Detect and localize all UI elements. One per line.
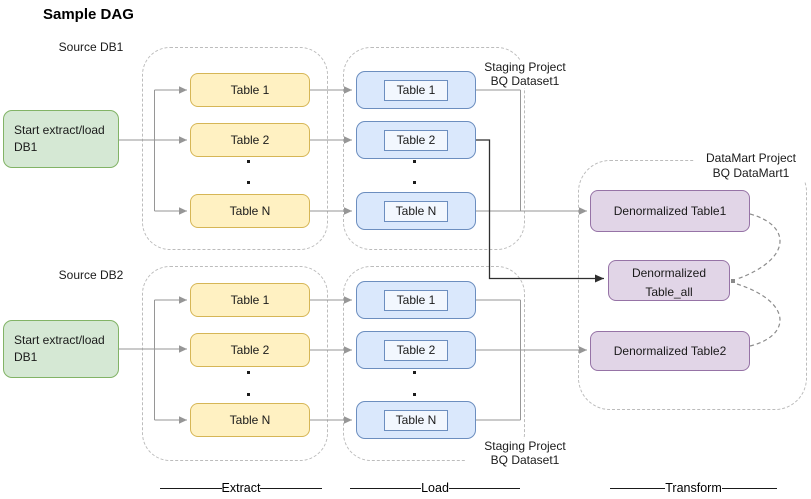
denormalized-table1-node: Denormalized Table1 <box>590 190 750 232</box>
denormalized-table-all-node: Denormalized Table_all <box>608 260 730 301</box>
source-db1-label: Source DB1 <box>58 40 124 54</box>
datamart-container <box>578 160 807 410</box>
stage-load-text: Load <box>421 481 449 495</box>
load-db1-table-1-inner: Table 1 <box>384 80 448 101</box>
load-container-db2 <box>343 266 525 461</box>
source-db2-label: Source DB2 <box>58 268 124 282</box>
staging-label-db1-line1: Staging Project <box>484 60 566 74</box>
extract-db2-table-1: Table 1 <box>190 283 310 317</box>
extract-db1-table-2: Table 2 <box>190 123 310 157</box>
load-db2-table-2-inner: Table 2 <box>384 340 448 361</box>
load-db1-table-2: Table 2 <box>356 121 476 159</box>
load-db2-table-2: Table 2 <box>356 331 476 369</box>
start-node-db1-line2: DB1 <box>14 140 38 154</box>
more-tables-dots <box>413 160 416 163</box>
staging-label-db2: Staging Project BQ Dataset1 <box>465 439 585 467</box>
more-tables-dots <box>413 181 416 184</box>
stage-label-extract: Extract <box>160 481 322 495</box>
load-db2-table-n: Table N <box>356 401 476 439</box>
stage-rule-left <box>350 487 422 489</box>
stage-rule-right <box>260 487 322 489</box>
arc-denorm-table1-to-table-all <box>736 213 781 280</box>
load-db1-table-n-inner: Table N <box>384 201 448 222</box>
more-tables-dots <box>247 181 250 184</box>
edge-load1-to-denorm-table-all <box>476 139 604 283</box>
extract-container-db1 <box>142 47 328 250</box>
extract-db2-table-n: Table N <box>190 403 310 437</box>
stage-rule-right <box>721 487 777 489</box>
datamart-label-line1: DataMart Project <box>705 151 797 165</box>
datamart-label-line2: BQ DataMart1 <box>712 166 790 180</box>
start-node-db1-line1: Start extract/load <box>14 123 105 137</box>
denormalized-table-all-line2: Table_all <box>645 285 693 299</box>
staging-label-db2-line2: BQ Dataset1 <box>490 453 560 467</box>
more-tables-dots <box>413 371 416 374</box>
page-title: Sample DAG <box>43 6 134 23</box>
more-tables-dots <box>413 393 416 396</box>
load-db1-table-2-inner: Table 2 <box>384 130 448 151</box>
load-db1-table-1: Table 1 <box>356 71 476 109</box>
load-db2-table-1: Table 1 <box>356 281 476 319</box>
start-node-db2-line2: DB1 <box>14 350 38 364</box>
load-db2-table-n-inner: Table N <box>384 410 448 431</box>
stage-extract-text: Extract <box>221 481 261 495</box>
staging-label-db2-line1: Staging Project <box>484 439 566 453</box>
datamart-label: DataMart Project BQ DataMart1 <box>695 151 807 181</box>
staging-label-db1-line2: BQ Dataset1 <box>490 74 560 88</box>
start-node-db2-line1: Start extract/load <box>14 333 105 347</box>
arc-endpoint-dot <box>731 279 735 283</box>
edge-load1-t1-merge <box>476 89 521 211</box>
more-tables-dots <box>247 393 250 396</box>
load-db1-table-n: Table N <box>356 192 476 230</box>
stage-rule-right <box>448 487 520 489</box>
extract-db1-table-1: Table 1 <box>190 73 310 107</box>
stage-label-transform: Transform <box>610 481 777 495</box>
denormalized-table-all-line1: Denormalized <box>631 266 707 280</box>
arc-denorm-table2-to-table-all <box>736 283 781 347</box>
extract-container-db2 <box>142 266 328 461</box>
load-container-db1 <box>343 47 525 250</box>
start-node-db1: Start extract/load DB1 <box>3 110 119 168</box>
stage-rule-left <box>160 487 222 489</box>
denormalized-table2-node: Denormalized Table2 <box>590 331 750 371</box>
staging-label-db1: Staging Project BQ Dataset1 <box>465 60 585 88</box>
stage-rule-left <box>610 487 666 489</box>
extract-db1-table-n: Table N <box>190 194 310 228</box>
start-node-db2: Start extract/load DB1 <box>3 320 119 378</box>
stage-transform-text: Transform <box>665 481 722 495</box>
stage-label-load: Load <box>350 481 520 495</box>
more-tables-dots <box>247 371 250 374</box>
more-tables-dots <box>247 160 250 163</box>
extract-db2-table-2: Table 2 <box>190 333 310 367</box>
edge-load2-t1-merge <box>476 299 521 421</box>
load-db2-table-1-inner: Table 1 <box>384 290 448 311</box>
